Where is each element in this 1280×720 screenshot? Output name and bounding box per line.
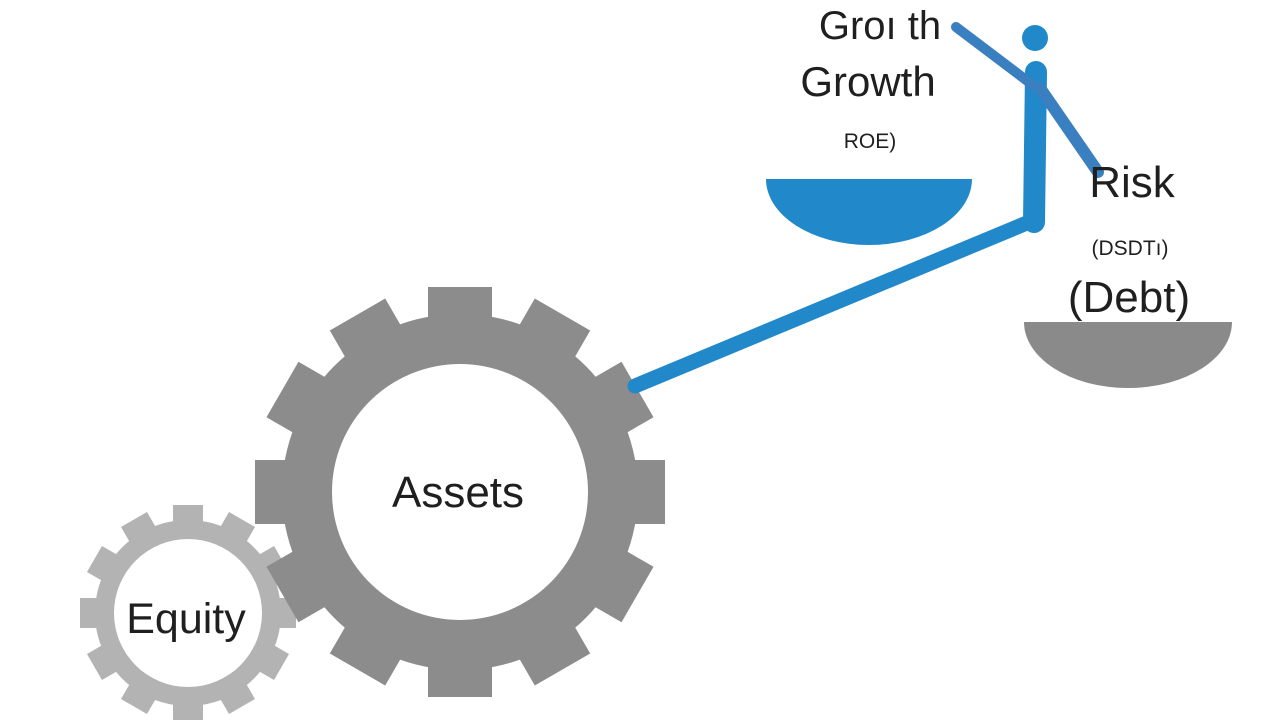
gear-tooth (266, 361, 334, 438)
scale-post (1023, 61, 1047, 233)
gear-tooth (329, 618, 406, 686)
debt-label: (Debt) (1068, 273, 1190, 322)
gear-tooth (586, 546, 654, 623)
gear-tooth (266, 546, 334, 623)
scale-arm-right (1034, 82, 1104, 178)
debt-scale-pan (1024, 322, 1232, 388)
gear-tooth (329, 298, 406, 366)
risk-label: Risk (1089, 158, 1176, 207)
roe-label: ROE) (844, 130, 897, 153)
scale-arm-left (951, 22, 1039, 91)
gear-tooth (514, 618, 591, 686)
assets-gear (255, 287, 665, 697)
assets-gear-hub (332, 364, 588, 620)
equity-gear (80, 505, 296, 720)
growth-scale-pan (766, 179, 972, 245)
gear-tooth (514, 298, 591, 366)
assets-label: Assets (392, 468, 524, 517)
equity-label: Equity (126, 595, 246, 643)
scale-top-knob (1022, 25, 1048, 51)
lever-arm (627, 22, 1104, 394)
equity-gear-hub (114, 539, 262, 687)
growth-label: Growth (800, 58, 935, 105)
gear-tooth (586, 361, 654, 438)
growth-label-top: Groı th (819, 4, 941, 48)
debt-label-small: (DSDTı) (1092, 237, 1169, 260)
lever-beam (627, 212, 1042, 394)
